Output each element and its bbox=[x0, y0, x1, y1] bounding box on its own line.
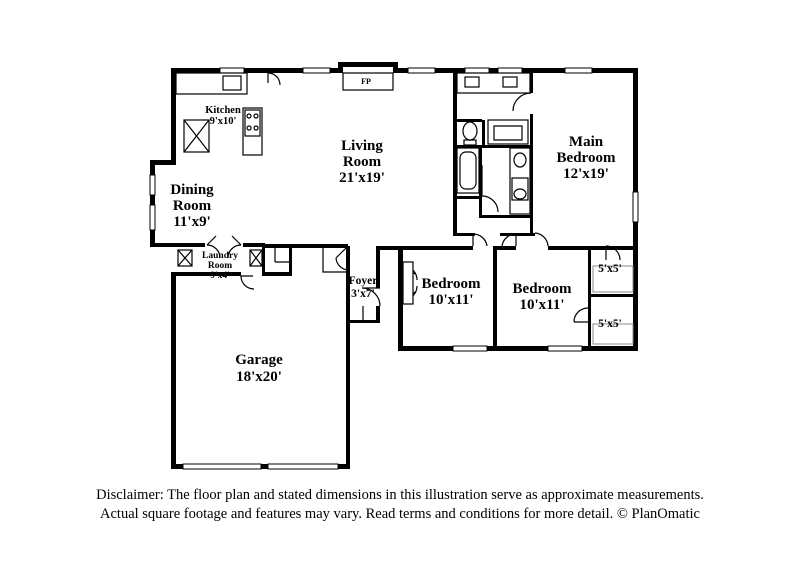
living-name-line1: Living bbox=[341, 138, 383, 154]
laundry-dims: 9'x4' bbox=[210, 271, 230, 281]
room-labels: FP Kitchen 9'x10' Dining Room 11'x9' Liv… bbox=[170, 77, 622, 385]
bedroom-b-name: Bedroom bbox=[513, 281, 572, 297]
bedroom-a-name: Bedroom bbox=[422, 276, 481, 292]
main-bedroom-dims: 12'x19' bbox=[563, 166, 609, 182]
dining-name-line1: Dining bbox=[170, 182, 214, 198]
disclaimer-line-1: Disclaimer: The floor plan and stated di… bbox=[96, 487, 704, 503]
foyer-name: Foyer bbox=[349, 275, 378, 287]
dining-dims: 11'x9' bbox=[173, 214, 211, 230]
garage-dims: 18'x20' bbox=[236, 369, 282, 385]
dining-name-line2: Room bbox=[173, 198, 212, 214]
laundry-name-line2: Room bbox=[208, 261, 232, 271]
fireplace-box bbox=[342, 72, 394, 91]
living-name-line2: Room bbox=[343, 154, 382, 170]
kitchen-name: Kitchen bbox=[205, 105, 241, 116]
fireplace-label: FP bbox=[361, 77, 371, 86]
foyer-dims: 3'x7' bbox=[351, 288, 375, 300]
doors bbox=[206, 72, 621, 323]
disclaimer-line-2: Actual square footage and features may v… bbox=[100, 506, 700, 522]
closet-b-dims: 5'x5' bbox=[598, 318, 622, 330]
main-bedroom-name-line2: Bedroom bbox=[557, 150, 616, 166]
kitchen-dims: 9'x10' bbox=[210, 116, 237, 127]
bedroom-b-dims: 10'x11' bbox=[519, 297, 564, 313]
living-dims: 21'x19' bbox=[339, 170, 385, 186]
closet-a-dims: 5'x5' bbox=[598, 263, 622, 275]
floor-plan: FP Kitchen 9'x10' Dining Room 11'x9' Liv… bbox=[149, 62, 639, 470]
laundry-name-line1: Laundry bbox=[202, 251, 238, 261]
disclaimer: Disclaimer: The floor plan and stated di… bbox=[0, 486, 800, 524]
main-bedroom-name-line1: Main bbox=[569, 134, 604, 150]
fixtures bbox=[175, 72, 634, 345]
bedroom-a-dims: 10'x11' bbox=[428, 292, 473, 308]
garage-name: Garage bbox=[235, 352, 283, 368]
